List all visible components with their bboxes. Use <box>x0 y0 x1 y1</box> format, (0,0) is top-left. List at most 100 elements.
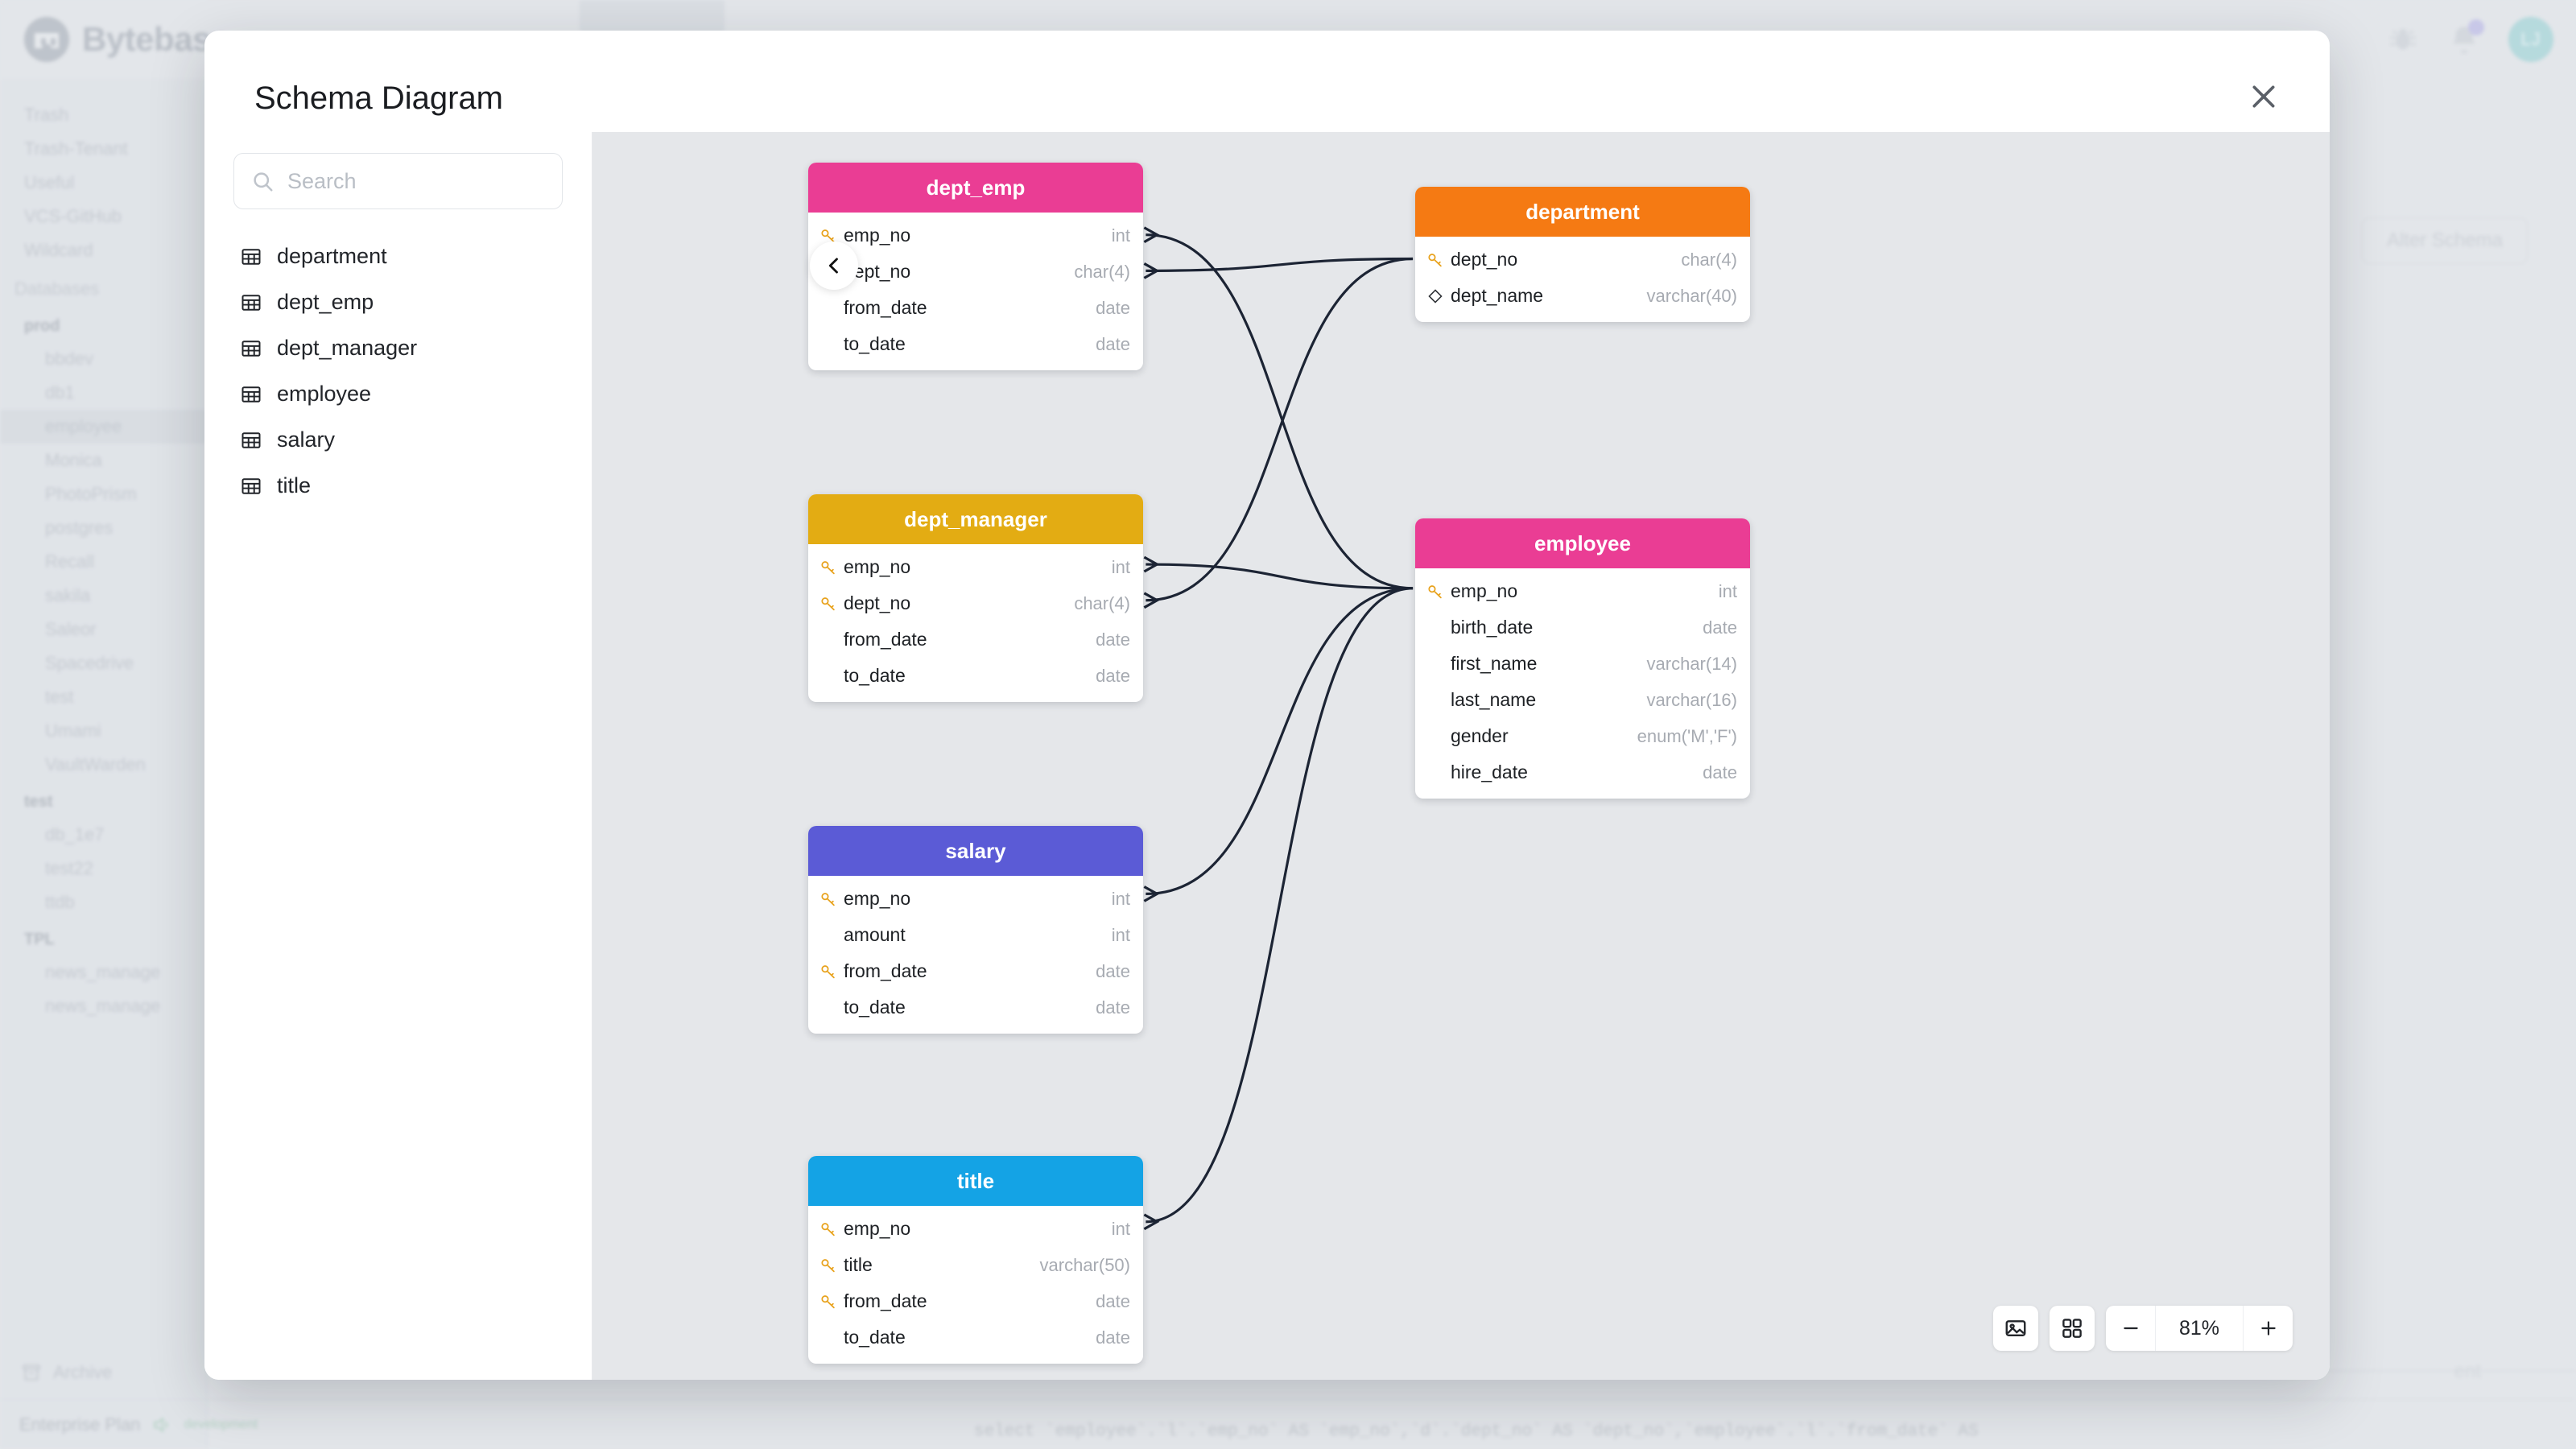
export-image-button[interactable] <box>1993 1306 2038 1351</box>
column-type: date <box>1703 762 1737 782</box>
sidebar-item-useful[interactable]: Useful <box>24 172 75 192</box>
sidebar-db-news_manage[interactable]: news_manage <box>45 962 161 982</box>
sidebar-item-trash-tenant[interactable]: Trash-Tenant <box>24 138 128 159</box>
avatar[interactable]: LJ <box>2508 17 2553 62</box>
sidebar-db-sakila[interactable]: sakila <box>45 585 91 605</box>
bell-icon[interactable] <box>2447 19 2484 56</box>
close-icon[interactable] <box>2243 76 2285 118</box>
zoom-level[interactable]: 81% <box>2178 1316 2220 1340</box>
sidebar-item-archive[interactable]: Archive <box>0 1354 208 1391</box>
sidebar-db-news_manage[interactable]: news_manage <box>45 996 161 1016</box>
column-name: gender <box>1451 725 1509 746</box>
search-box[interactable] <box>233 153 563 209</box>
key-icon <box>821 597 835 610</box>
key-icon <box>821 1258 835 1272</box>
sidebar-group-test[interactable]: test <box>24 793 53 811</box>
key-icon <box>821 892 835 906</box>
sidebar-db-Umami[interactable]: Umami <box>45 720 101 741</box>
sidebar-db-db1[interactable]: db1 <box>45 382 75 402</box>
tab-stub[interactable] <box>580 0 724 35</box>
column-type: varchar(50) <box>1039 1254 1130 1275</box>
alter-schema-button[interactable]: Alter Schema <box>2361 217 2528 264</box>
list-item[interactable]: department <box>233 233 563 279</box>
search-input[interactable] <box>287 168 546 194</box>
sidebar-group-prod[interactable]: prod <box>24 317 60 335</box>
sidebar-db-VaultWarden[interactable]: VaultWarden <box>45 754 146 774</box>
column-name: dept_no <box>844 261 911 282</box>
sidebar-db-PhotoPrism[interactable]: PhotoPrism <box>45 484 137 504</box>
collapse-panel-button[interactable] <box>810 242 858 290</box>
list-item[interactable]: dept_emp <box>233 279 563 325</box>
table-icon <box>242 386 261 402</box>
sidebar-db-test22[interactable]: test22 <box>45 858 93 878</box>
column-type: date <box>1096 665 1130 686</box>
zoom-out-button[interactable] <box>2106 1306 2156 1351</box>
sidebar-db-Monica[interactable]: Monica <box>45 450 102 470</box>
sidebar-db-employee[interactable]: employee <box>0 410 207 444</box>
list-item[interactable]: employee <box>233 371 563 417</box>
auto-layout-button[interactable] <box>2050 1306 2095 1351</box>
diagram-toolbar: 81% <box>1993 1306 2293 1351</box>
sidebar-db-Saleor[interactable]: Saleor <box>45 619 97 639</box>
sidebar-db-Recall[interactable]: Recall <box>45 551 95 572</box>
edge-arrow <box>1143 592 1160 609</box>
bug-icon[interactable] <box>2386 23 2420 56</box>
sidebar-item-vcs-github[interactable]: VCS-GitHub <box>24 206 122 226</box>
sidebar-db-db_1e7[interactable]: db_1e7 <box>45 824 105 844</box>
zoom-in-button[interactable] <box>2243 1306 2293 1351</box>
sidebar-group-TPL[interactable]: TPL <box>24 931 55 948</box>
column-name: last_name <box>1451 689 1537 710</box>
column-type: int <box>1718 580 1737 601</box>
sidebar-db-Spacedrive[interactable]: Spacedrive <box>45 653 134 673</box>
sidebar-db-bbdev[interactable]: bbdev <box>45 349 93 369</box>
sidebar-item-wildcard[interactable]: Wildcard <box>24 240 93 260</box>
sidebar-db-ttdb[interactable]: ttdb <box>45 892 75 912</box>
app-logo[interactable]: Bytebase <box>24 17 229 62</box>
list-item[interactable]: dept_manager <box>233 325 563 371</box>
list-item[interactable]: salary <box>233 417 563 463</box>
sidebar-db-postgres[interactable]: postgres <box>45 518 114 538</box>
list-item[interactable]: title <box>233 463 563 509</box>
column-name: emp_no <box>844 888 911 909</box>
column-name: dept_name <box>1451 285 1544 306</box>
column-type: char(4) <box>1681 249 1737 270</box>
column-type: date <box>1096 1327 1130 1348</box>
column-name: from_date <box>844 297 927 318</box>
sidebar-item-trash[interactable]: Trash <box>24 105 69 125</box>
sidebar-db-test[interactable]: test <box>45 687 74 707</box>
